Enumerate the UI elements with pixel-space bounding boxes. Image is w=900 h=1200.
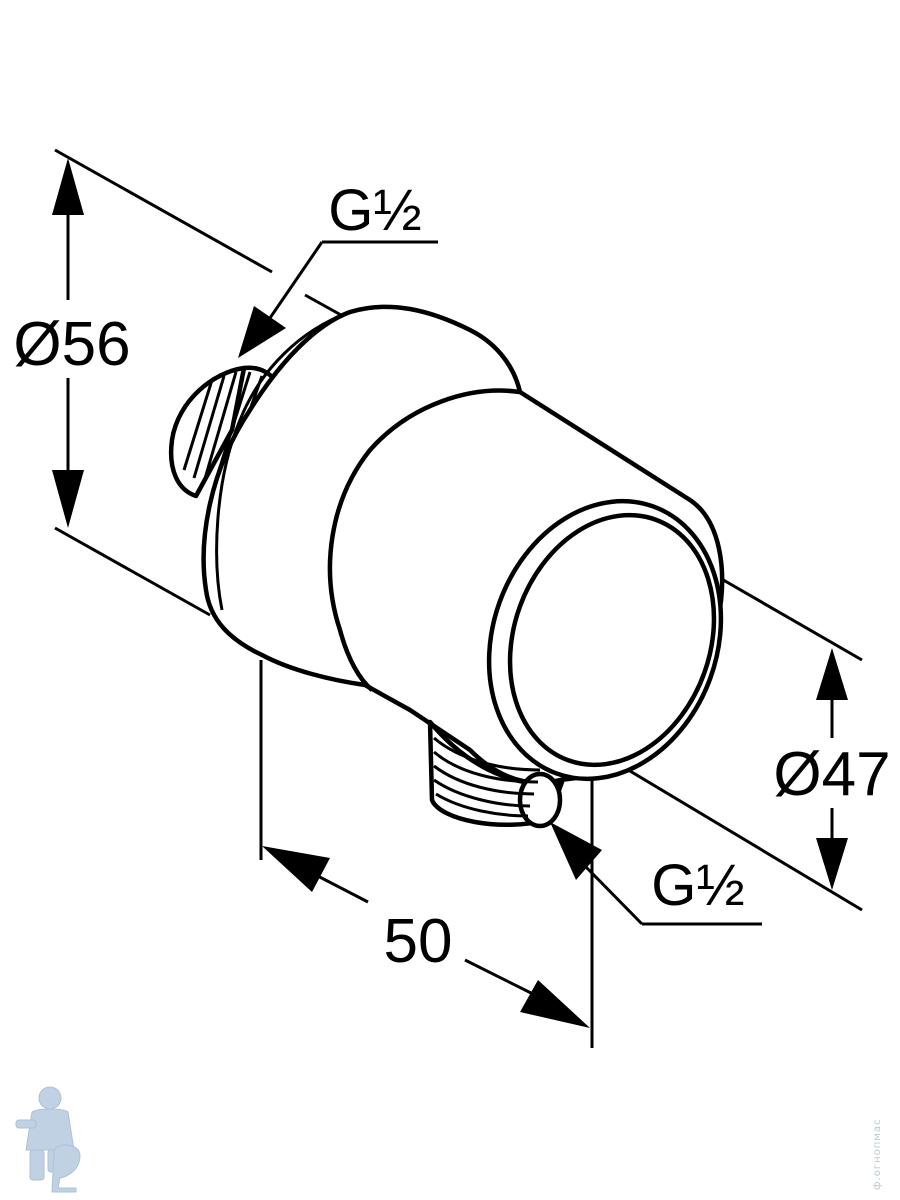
thread-bottom-label: G½ — [651, 853, 745, 918]
thread-top-callout: G½ — [238, 178, 438, 358]
wall-outlet-body — [168, 304, 725, 829]
bottom-thread-nipple — [427, 719, 565, 829]
diameter-56-dimension: Ø56 — [13, 158, 131, 528]
diameter-47-label: Ø47 — [773, 740, 890, 809]
diameter-56-label: Ø56 — [13, 310, 130, 379]
watermark-side-text: ф.огнопмас — [872, 1118, 883, 1190]
depth-50-label: 50 — [384, 907, 453, 976]
thread-bottom-callout: G½ — [550, 822, 762, 926]
plumber-mascot-icon — [15, 1086, 81, 1193]
outlet-ring-inner — [507, 512, 717, 768]
depth-50-dimension: 50 — [262, 846, 590, 1028]
diameter-47-dimension: Ø47 — [773, 648, 891, 890]
thread-top-label: G½ — [328, 178, 422, 243]
